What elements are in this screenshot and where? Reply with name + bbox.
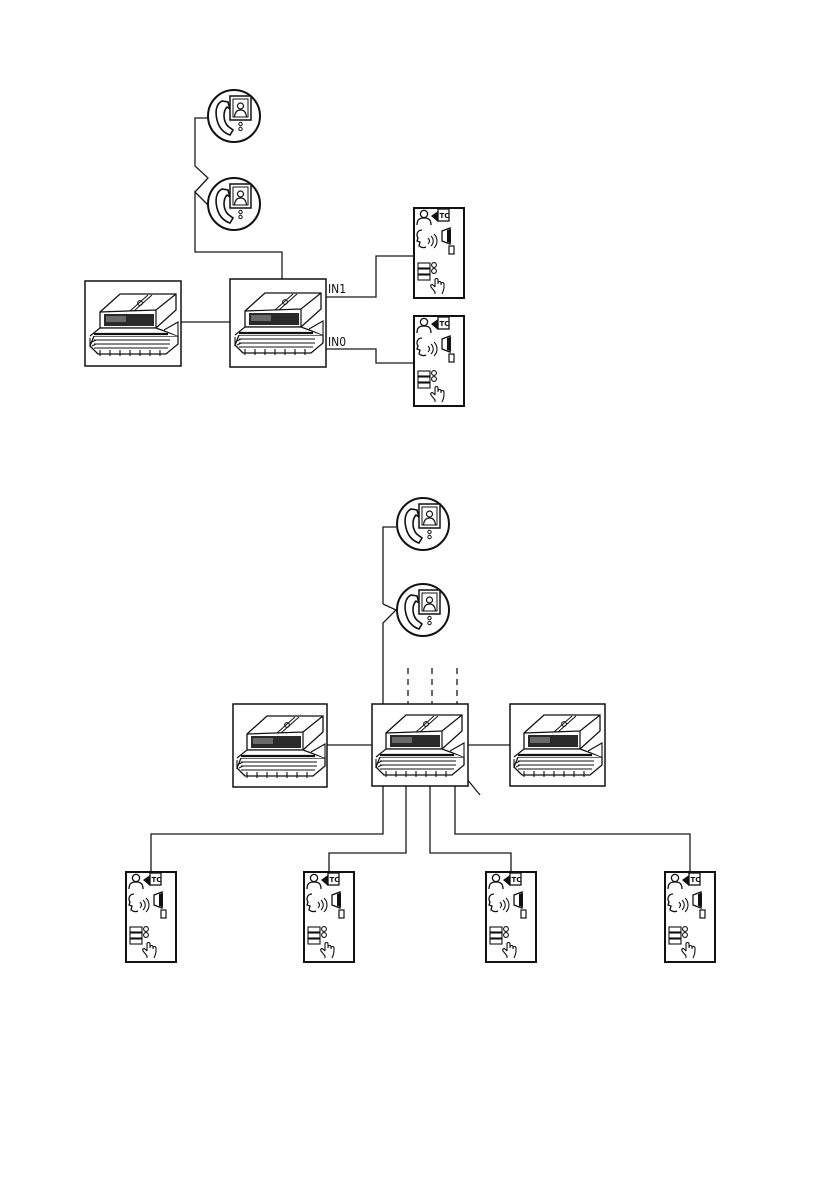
extension-wires — [408, 668, 457, 704]
in0-wire — [326, 349, 414, 363]
panel-feed-3 — [430, 786, 511, 872]
top-module-main — [230, 279, 326, 367]
top-panel-in1 — [414, 208, 464, 298]
panel-feed-1 — [151, 786, 383, 872]
top-module-left — [85, 281, 181, 366]
in0-label: IN0 — [328, 335, 346, 349]
bottom-module-right — [510, 704, 605, 786]
bottom-monitor-1 — [397, 498, 449, 550]
panel-feed-2 — [329, 786, 406, 872]
bottom-monitor-2 — [397, 584, 449, 636]
bottom-diagram — [126, 498, 715, 962]
top-monitor-1 — [208, 90, 260, 142]
bottom-panel-1 — [126, 872, 176, 962]
bottom-module-main — [372, 704, 468, 786]
top-diagram: IN1 IN0 — [85, 90, 464, 406]
panel-feed-4 — [455, 786, 690, 872]
bottom-panel-2 — [304, 872, 354, 962]
bottom-bus-wire — [383, 527, 396, 704]
bottom-panel-3 — [486, 872, 536, 962]
in1-label: IN1 — [328, 282, 346, 296]
top-panel-in0 — [414, 316, 464, 406]
bottom-panel-4 — [665, 872, 715, 962]
top-monitor-2 — [208, 178, 260, 230]
bottom-module-left — [233, 704, 327, 787]
